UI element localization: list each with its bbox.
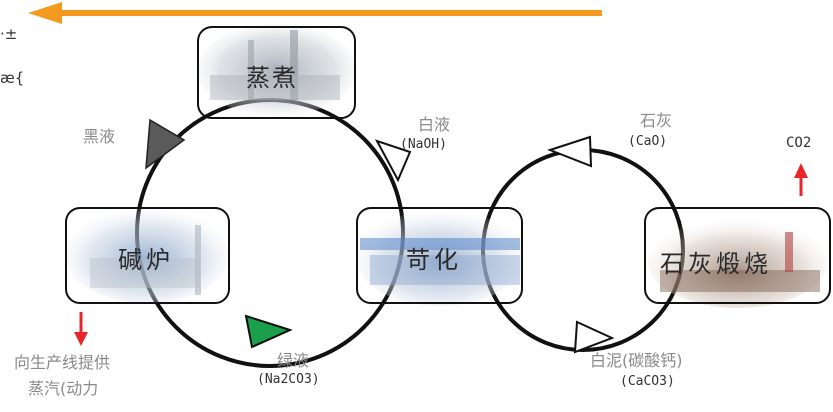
alkali-furnace-unit xyxy=(65,207,230,304)
lime-arrowhead xyxy=(547,135,593,168)
lime-calcination-unit xyxy=(644,207,831,308)
black-liquor-label: 黑液 xyxy=(83,127,116,146)
steam-output-line-1: 向生产线提供 xyxy=(14,353,111,372)
corner-text-2: æ{ xyxy=(0,69,25,87)
lime-calcination-label: 石灰煅烧 xyxy=(660,250,772,278)
white-mud-label: 白泥(碳酸钙) xyxy=(590,351,683,370)
cooking-unit xyxy=(197,24,357,119)
lime-label: 石灰 xyxy=(640,111,673,130)
white-liquor-label: 白液 xyxy=(418,115,451,134)
causticizing-label: 苛化 xyxy=(406,246,462,274)
co2-arrowhead xyxy=(794,163,808,178)
green-liquor-label: 绿液 xyxy=(277,351,310,370)
causticizing-unit xyxy=(356,207,524,306)
white-liquor-formula: (NaOH) xyxy=(400,137,447,152)
black-liquor-arrowhead xyxy=(145,118,186,170)
cooking-label: 蒸煮 xyxy=(246,64,298,92)
green-liquor-arrowhead xyxy=(244,314,293,349)
lime-formula: (CaO) xyxy=(628,134,668,149)
white-liquor-arrowhead xyxy=(374,139,412,183)
steam-output-arrowhead xyxy=(74,332,88,346)
white-mud-arrowhead xyxy=(573,320,615,354)
green-liquor-formula: (Na2CO3) xyxy=(257,372,320,387)
steam-output-line-2: 蒸汽(动力 xyxy=(28,379,99,398)
top-flow-arrowhead xyxy=(28,2,62,24)
corner-text-1: ·± xyxy=(0,25,18,43)
alkali-furnace-label: 碱炉 xyxy=(118,246,174,274)
white-mud-formula: (CaCO3) xyxy=(620,374,675,389)
co2-label: CO2 xyxy=(786,135,812,151)
